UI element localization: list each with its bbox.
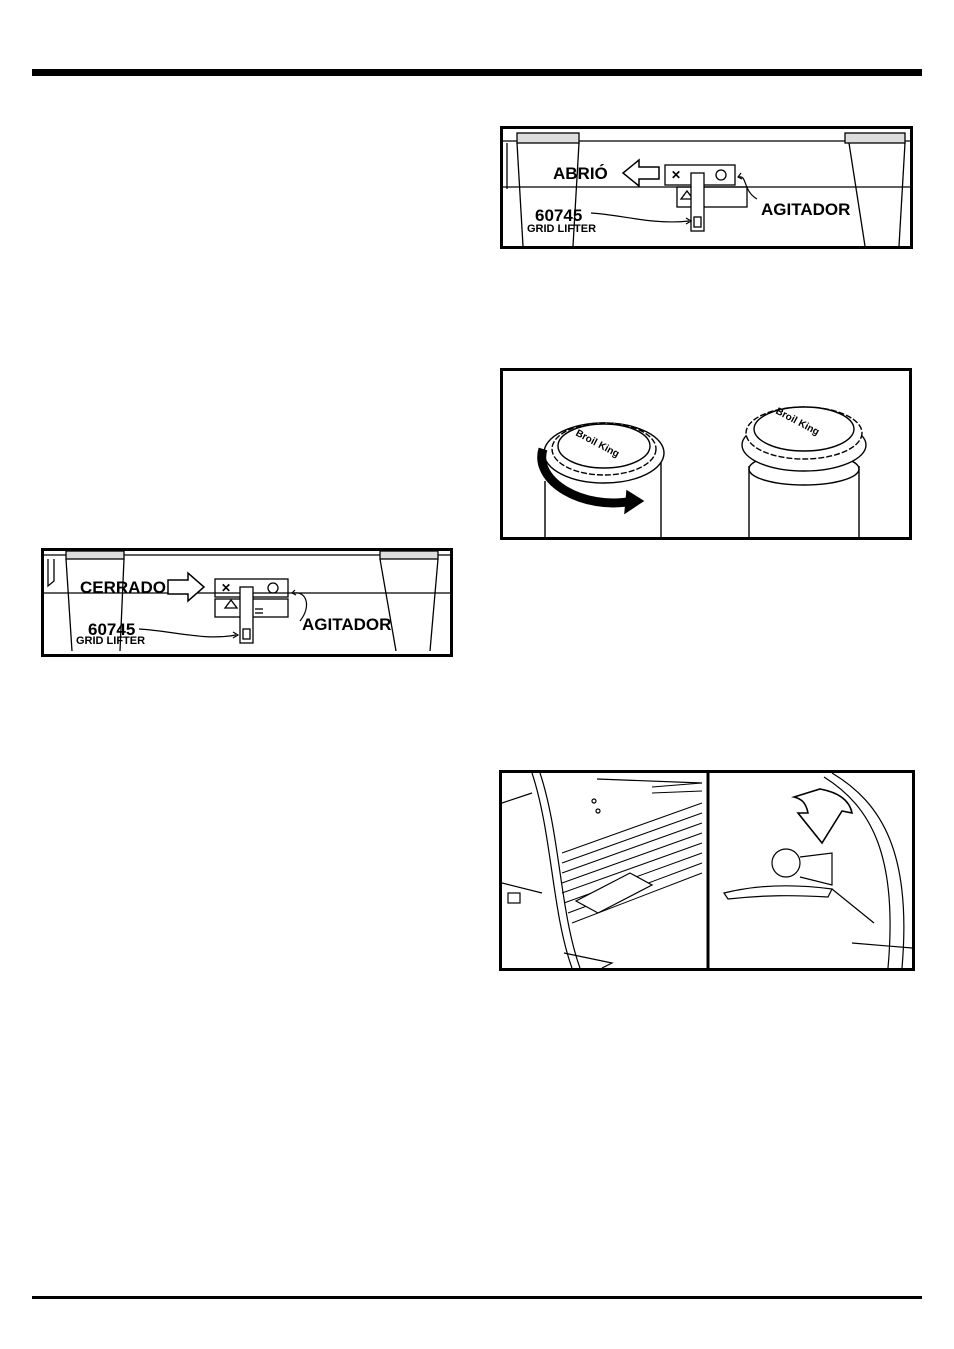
svg-text:✕: ✕ xyxy=(671,168,681,182)
closed-direction-label: CERRADO xyxy=(80,578,166,597)
open-part-name: GRID LIFTER xyxy=(527,223,597,235)
figure-open-position: ✕ ABRIÓ 60745 GRID LIFTER AGITADOR xyxy=(500,126,913,249)
bottom-rule xyxy=(32,1296,922,1299)
figure-grill-interior xyxy=(499,770,915,971)
grill-interior-illustration xyxy=(502,773,912,968)
grill-lid-closed-illustration: ✕ xyxy=(44,551,450,652)
open-direction-label: ABRIÓ xyxy=(553,164,608,183)
open-agitator-label: AGITADOR xyxy=(761,200,851,219)
closed-part-number: 60745 xyxy=(88,620,136,639)
grill-lid-open-illustration: ✕ xyxy=(503,132,910,246)
closed-part-name: GRID LIFTER xyxy=(76,635,146,647)
open-part-number: 60745 xyxy=(535,206,583,225)
hopper-cap-illustration: Broil King Broil King xyxy=(537,406,867,537)
svg-text:✕: ✕ xyxy=(221,581,231,595)
figure-hopper-caps: Broil King Broil King xyxy=(500,368,912,540)
top-rule xyxy=(32,69,922,76)
figure-closed-position: ✕ CERRADO 60745 GRID LIFTER AGITADOR xyxy=(41,548,453,657)
closed-agitator-label: AGITADOR xyxy=(302,615,392,634)
